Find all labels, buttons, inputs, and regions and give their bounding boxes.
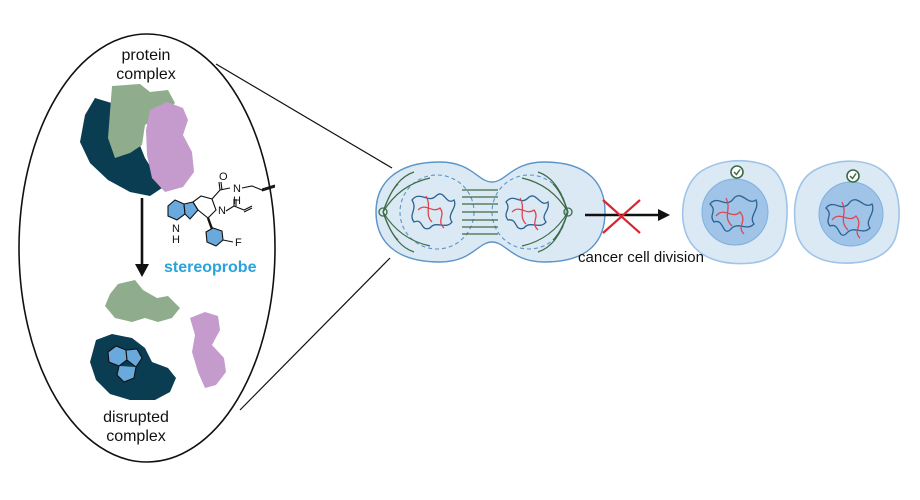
centrosome-right: [563, 207, 573, 217]
daughter-cell-1: [681, 159, 788, 265]
stereoprobe-atoms: O N H N O N H F: [172, 171, 242, 249]
chromatin: [709, 195, 758, 235]
stereoprobe-structure: [167, 181, 276, 247]
bound-probe-ring: [116, 365, 137, 383]
protein-complex-label: protein complex: [116, 47, 176, 83]
nucleus: [701, 178, 769, 246]
chromosomes-left: [411, 193, 456, 230]
protein-subunit-purple: [146, 102, 194, 192]
chromosomes-right: [505, 195, 549, 231]
spindle-fibers: [382, 171, 569, 253]
cancer-cell-division-label: cancer cell division: [578, 249, 704, 266]
bound-probe-ring: [125, 348, 143, 368]
disrupted-complex-label: disrupted complex: [103, 409, 169, 445]
checkmark-tick: [733, 169, 741, 176]
checkmark-icon: [846, 169, 860, 183]
atom-f: F: [235, 237, 242, 249]
atom-n2: N: [218, 205, 226, 217]
atom-o1: O: [219, 171, 228, 183]
centrosome-left: [378, 207, 388, 217]
checkmark-tick: [849, 173, 857, 180]
chromatin: [825, 199, 874, 239]
nuclear-envelope-right: [491, 174, 567, 250]
dividing-cell: [375, 161, 606, 263]
atom-n3: N: [172, 223, 180, 235]
atom-h2: H: [172, 234, 180, 246]
atom-h1: H: [233, 195, 241, 207]
arrow-right-head: [658, 209, 670, 221]
daughter-cell-2: [793, 160, 900, 264]
atom-n1: N: [233, 183, 241, 195]
stereoprobe-label: stereoprobe: [164, 259, 257, 276]
protein-complex: [80, 84, 194, 196]
arrow-down-head: [135, 264, 149, 277]
disrupted-complex: [90, 280, 226, 400]
zoom-line-bottom: [239, 257, 391, 411]
zoom-line-top: [215, 63, 393, 169]
cross-icon: [602, 199, 641, 234]
checkmark-icon: [730, 165, 744, 179]
protein-subunit-green: [105, 280, 180, 322]
protein-subunit-green: [108, 84, 175, 158]
protein-subunit-purple: [190, 312, 226, 388]
